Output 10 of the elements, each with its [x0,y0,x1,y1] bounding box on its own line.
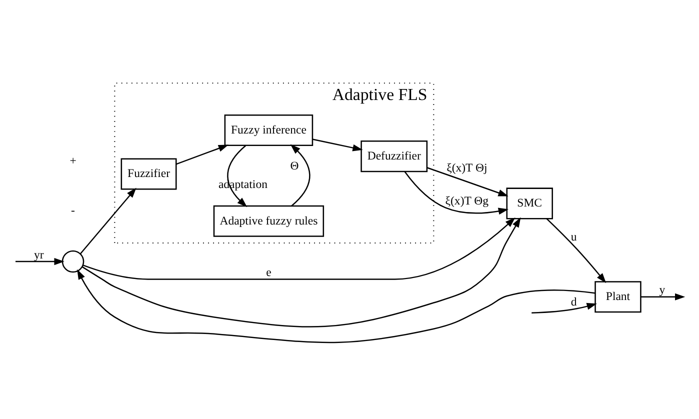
edge-label: Θ [290,160,299,173]
label: - [71,204,75,218]
edge-label: yr [34,248,44,262]
edge-label: y [659,284,666,297]
edge-label: ξ(x)T Θj [446,162,488,175]
edge-label: d [570,295,577,308]
label: + [70,154,76,168]
edge-label: u [570,230,577,244]
edge-label: ξ(x)T Θg [445,194,489,208]
edge-label: e [266,266,272,280]
